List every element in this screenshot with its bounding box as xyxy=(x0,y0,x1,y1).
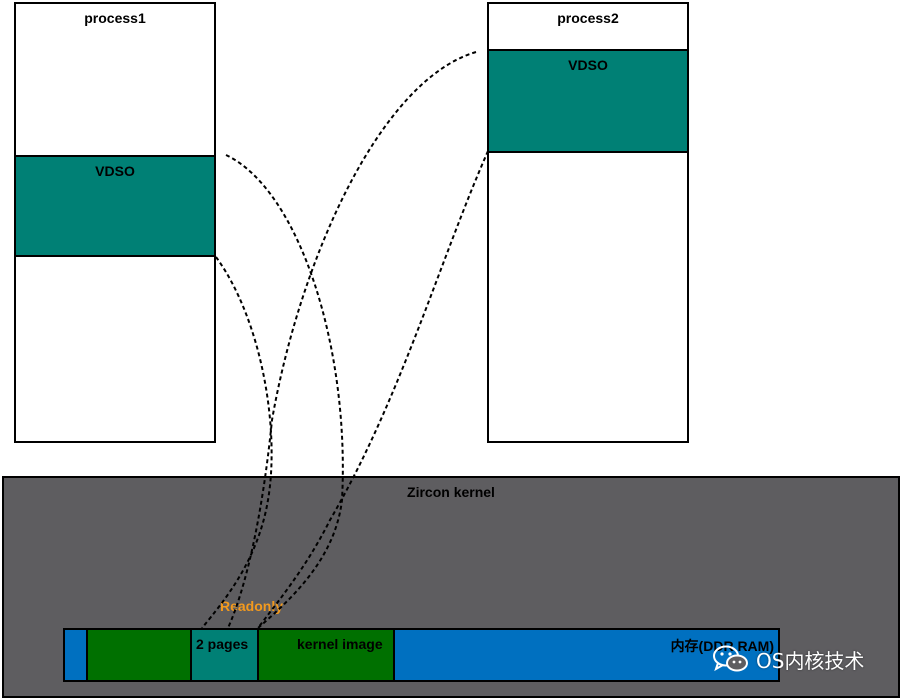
memory-bar: 2 pages kernel image 内存(DDR RAM) xyxy=(63,628,780,682)
process2-vdso-region: VDSO xyxy=(489,49,687,153)
process1-box: process1 VDSO xyxy=(14,2,216,443)
process1-vdso-label: VDSO xyxy=(95,163,135,179)
process2-box: process2 VDSO xyxy=(487,2,689,443)
process1-vdso-region: VDSO xyxy=(16,155,214,257)
process2-vdso-label: VDSO xyxy=(568,57,608,73)
watermark-text: OS内核技术 xyxy=(756,648,865,673)
wechat-icon xyxy=(713,645,748,672)
process2-title: process2 xyxy=(557,10,619,26)
readonly-label: Readonly xyxy=(220,598,284,614)
kernel-title: Zircon kernel xyxy=(407,484,495,500)
memory-segment-blue-left xyxy=(65,630,88,680)
memory-segment-kernel-image: kernel image xyxy=(259,630,395,680)
process1-title: process1 xyxy=(84,10,146,26)
kernel-image-label: kernel image xyxy=(297,636,383,652)
pages-label: 2 pages xyxy=(196,636,249,652)
memory-segment-vdso-pages: 2 pages xyxy=(192,630,259,680)
memory-segment-green xyxy=(88,630,192,680)
watermark: OS内核技术 xyxy=(712,644,864,674)
